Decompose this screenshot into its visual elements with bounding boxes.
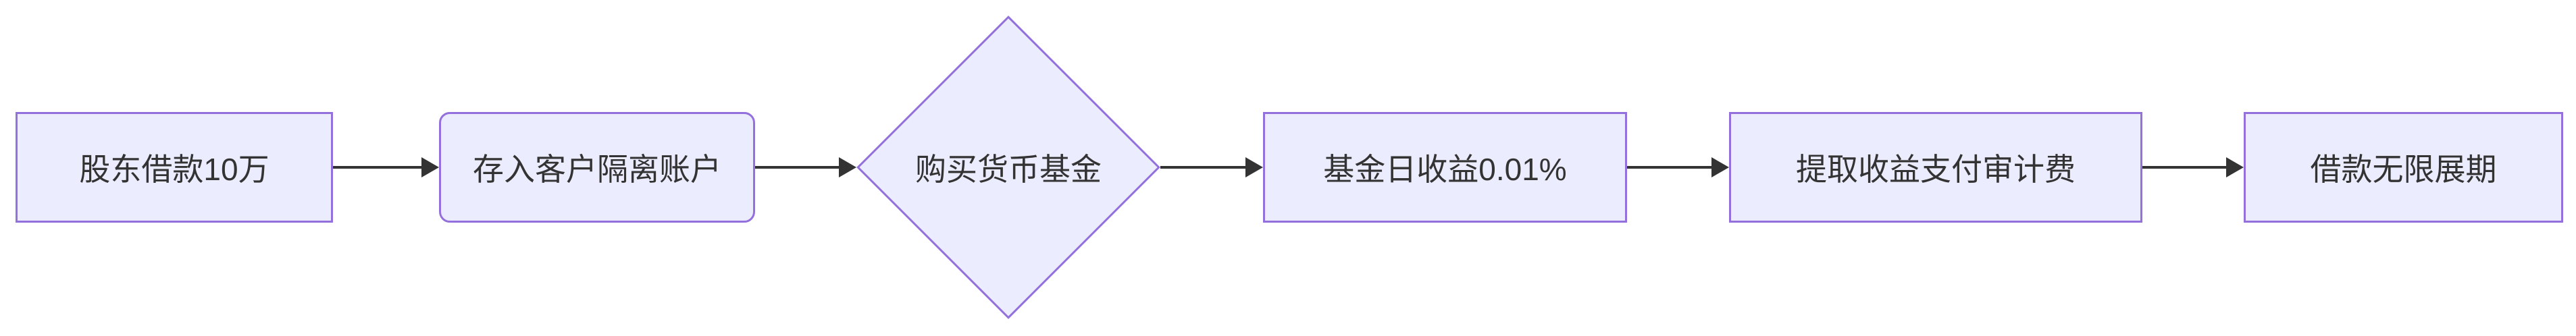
arrowhead-icon <box>1711 157 1729 177</box>
node-withdraw-yield-pay-audit-fee: 提取收益支付审计费 <box>1729 112 2142 223</box>
arrowhead-icon <box>839 157 856 177</box>
node-buy-money-fund: 购买货币基金 <box>915 152 1102 187</box>
edge-b-to-c <box>755 166 840 169</box>
edge-e-to-f <box>2142 166 2227 169</box>
arrowhead-icon <box>421 157 439 177</box>
node-loan-unlimited-rollover: 借款无限展期 <box>2244 112 2563 223</box>
node-shareholder-loan: 股东借款10万 <box>16 112 333 223</box>
edge-c-to-d <box>1160 166 1247 169</box>
node-fund-daily-yield: 基金日收益0.01% <box>1263 112 1627 223</box>
node-client-segregated-account: 存入客户隔离账户 <box>439 112 755 223</box>
arrowhead-icon <box>2226 157 2244 177</box>
edge-d-to-e <box>1627 166 1713 169</box>
arrowhead-icon <box>1245 157 1263 177</box>
edge-a-to-b <box>333 166 423 169</box>
